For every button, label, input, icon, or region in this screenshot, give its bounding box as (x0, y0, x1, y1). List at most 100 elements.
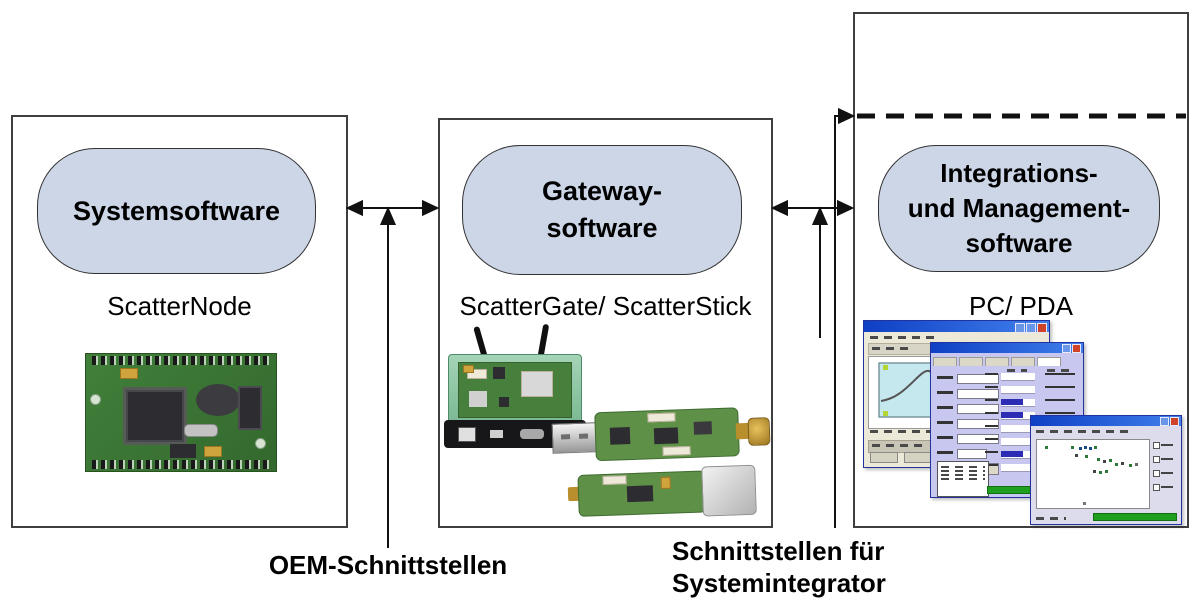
systemintegrator-label-line2: Systemintegrator (672, 568, 886, 598)
gatewaysoftware-label-line1: Gateway- (541, 176, 663, 206)
stick-pcb (577, 470, 707, 517)
sma-connector (747, 417, 771, 446)
checkbox-label (1161, 444, 1173, 446)
capacitor (204, 446, 222, 457)
field-label (937, 376, 953, 379)
checkbox-label (1161, 458, 1173, 460)
close-button-icon (1072, 344, 1081, 353)
scatterstick-module-photo (567, 464, 757, 519)
integrationsoftware-label-line1: Integrations- (940, 158, 1098, 188)
status-bar-text (872, 444, 928, 447)
checkbox (1153, 442, 1160, 449)
integrationsoftware-label-line2: und Management- (907, 193, 1131, 223)
column-header (1007, 369, 1027, 372)
pcb-connector (467, 369, 487, 379)
checkbox-label (1161, 486, 1173, 488)
stick-pcb (594, 407, 740, 462)
system-box: Systemsoftware ScatterNode (11, 115, 348, 528)
tab-active (1037, 357, 1061, 366)
window-buttons (1062, 344, 1081, 353)
microcontroller-chip (126, 390, 184, 442)
scattergate-caption: ScatterGate/ ScatterStick (459, 291, 752, 321)
usb-slot (560, 434, 571, 440)
column-header (1047, 369, 1069, 372)
list-item-text (941, 478, 985, 480)
field-label (937, 451, 953, 454)
serial-port (520, 429, 544, 439)
input-field (957, 434, 999, 444)
checkbox-label (1161, 472, 1173, 474)
usb-connector (551, 422, 599, 454)
pcb-connector (662, 445, 691, 456)
beam-level-fill (1001, 412, 1023, 418)
device-pcb (458, 362, 572, 418)
integrator-pointer-line-long (834, 115, 840, 528)
metal-shield-can (701, 464, 757, 517)
pin-header-row (92, 460, 270, 469)
tab (933, 357, 957, 366)
systemsoftware-pill: Systemsoftware (37, 148, 316, 274)
checkbox (1153, 470, 1160, 477)
window-titlebar (931, 343, 1083, 353)
input-field (957, 389, 999, 399)
checkbox (1153, 484, 1160, 491)
scatterstick-photo (551, 402, 771, 466)
list-item-text (941, 466, 985, 468)
minimize-button-icon (1160, 417, 1169, 426)
pcb-connector (602, 475, 627, 486)
usb-b-port (458, 427, 476, 442)
list-box (937, 461, 989, 497)
input-field (957, 374, 999, 384)
pcb-part (469, 391, 487, 407)
gatewaysoftware-pill: Gateway- software (462, 145, 742, 275)
usb-a-port (490, 430, 503, 438)
integrationsoftware-pill: Integrations- und Management- software (878, 145, 1160, 272)
pin-header-row (92, 356, 270, 365)
systemintegrator-label-line1: Schnittstellen für (672, 536, 885, 566)
dialog-button (870, 452, 898, 463)
gatewaysoftware-label-line2: software (546, 213, 658, 243)
inductor-coil (196, 384, 240, 416)
beam-level-fill (1001, 451, 1023, 457)
subtitle-text (1036, 430, 1128, 433)
arrowhead-left-icon (345, 199, 363, 217)
systemsoftware-label: Systemsoftware (72, 195, 281, 226)
mounting-hole (255, 438, 266, 449)
arrowhead-right-icon (422, 199, 440, 217)
checkbox (1153, 456, 1160, 463)
usb-slot (578, 433, 589, 439)
dialog-button (904, 452, 932, 463)
maximize-button-icon (1026, 323, 1036, 333)
device-case (448, 354, 582, 426)
gateway-box: Gateway- software ScatterGate/ ScatterSt… (438, 118, 773, 528)
beam-row-labels (985, 373, 998, 475)
tab-strip (933, 355, 1081, 368)
capacitor (660, 476, 671, 490)
window-buttons (1160, 417, 1179, 426)
scatternode-photo (85, 353, 277, 472)
minimize-button-icon (1062, 344, 1071, 353)
pcb-chip (653, 427, 679, 445)
pcb-connector (647, 412, 676, 423)
pcb-chip (499, 397, 509, 407)
pcb-chip (693, 421, 713, 435)
flash-chip (170, 444, 196, 458)
input-field (957, 449, 987, 459)
arrowhead-up-icon (811, 206, 829, 225)
arrowhead-left-icon (770, 199, 788, 217)
connector-chip (238, 386, 262, 430)
app-window-network-map (1030, 415, 1182, 525)
node-markers (1045, 446, 1048, 449)
node-map-plot (1036, 439, 1150, 509)
field-label (937, 406, 953, 409)
toolbar-text (872, 347, 912, 350)
pc-pda-caption: PC/ PDA (968, 291, 1074, 321)
minimize-button-icon (1015, 323, 1025, 333)
list-item-text (941, 470, 985, 472)
field-label (937, 436, 953, 439)
list-item-text (941, 474, 985, 476)
window-buttons (1015, 323, 1047, 333)
close-button-icon (1170, 417, 1179, 426)
crystal-oscillator (184, 424, 218, 437)
